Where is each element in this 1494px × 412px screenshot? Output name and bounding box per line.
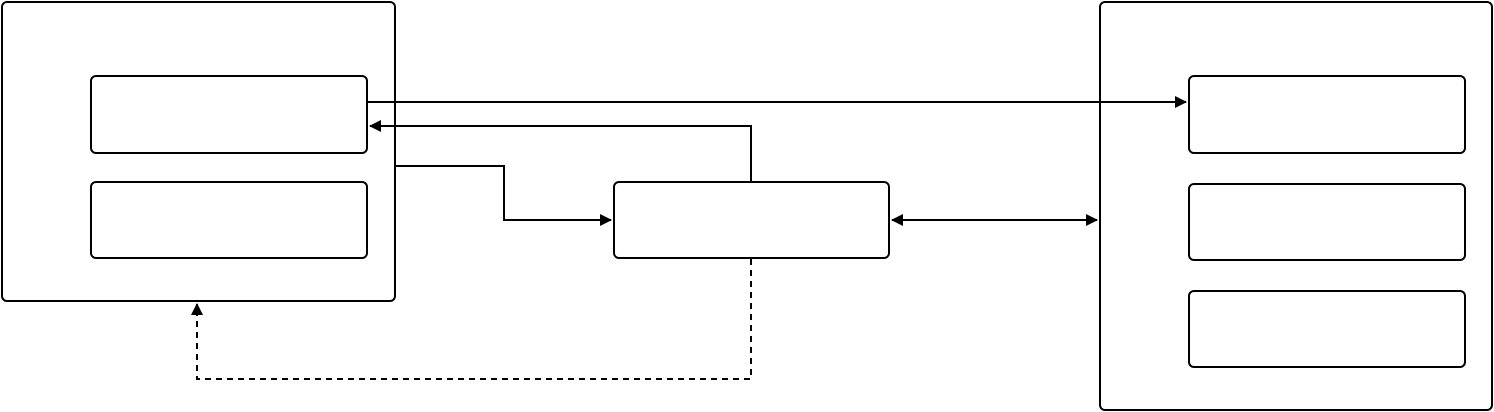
edge-left-container-to-middle (396, 165, 612, 226)
node-left-box-bottom (90, 181, 368, 259)
edge-middle-to-left-container-dashed (191, 259, 752, 380)
node-middle-box (613, 181, 890, 259)
node-right-box-2 (1188, 183, 1466, 261)
node-right-box-3 (1188, 290, 1466, 368)
node-right-box-1 (1188, 75, 1466, 154)
node-left-box-top (90, 75, 368, 154)
edge-middle-to-left-top (369, 120, 752, 181)
